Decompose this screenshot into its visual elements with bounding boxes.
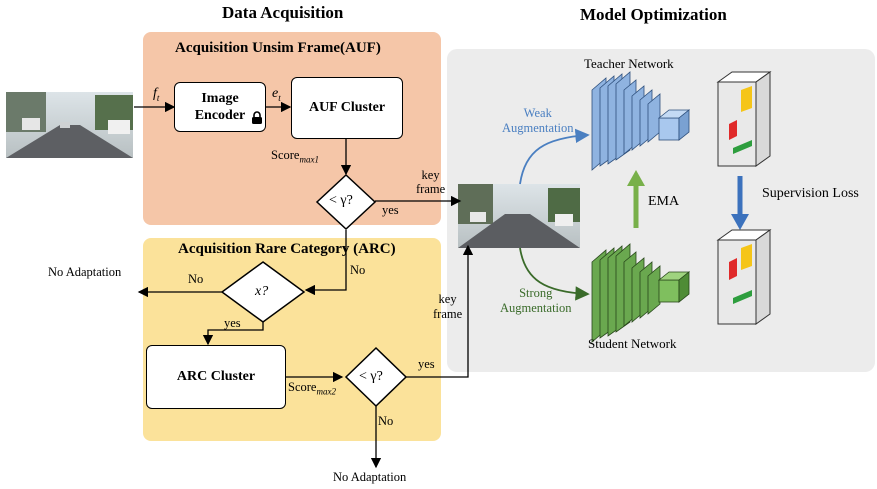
- arc-no-left-label: No: [188, 272, 204, 286]
- arc-decision2-label: < γ?: [359, 369, 383, 384]
- auf-score-label: Scoremax1: [271, 148, 319, 165]
- input-var-label: ft: [153, 86, 160, 103]
- lock-icon: [251, 111, 263, 129]
- auf-threshold-diamond: [315, 173, 377, 231]
- supervision-loss-label: Supervision Loss: [762, 186, 859, 201]
- image-encoder-box: Image Encoder: [174, 82, 266, 132]
- encoder-label-line1: Image: [201, 91, 239, 106]
- auf-decision-label: < γ?: [329, 193, 353, 208]
- student-network-icon: [591, 243, 691, 343]
- no-adaptation-bottom-label: No Adaptation: [333, 470, 407, 484]
- auf-yes-label: yes: [382, 203, 399, 217]
- teacher-network-icon: [591, 71, 691, 171]
- encoder-label-line2: Encoder: [194, 108, 246, 123]
- embed-var-label: et: [272, 86, 281, 103]
- student-prediction-map-icon: [716, 229, 772, 325]
- teacher-network-label: Teacher Network: [584, 56, 674, 71]
- data-acquisition-heading: Data Acquisition: [222, 3, 344, 22]
- model-optimization-heading: Model Optimization: [580, 5, 727, 24]
- auf-no-label: No: [350, 263, 366, 277]
- arc-yes2-label: yes: [418, 357, 435, 371]
- arc-yes1-label: yes: [224, 316, 241, 330]
- arc-cluster-box: ARC Cluster: [146, 345, 286, 409]
- auf-cluster-label: AUF Cluster: [308, 100, 386, 115]
- no-adaptation-left-label: No Adaptation: [48, 265, 122, 279]
- arc-no-bottom-label: No: [378, 414, 394, 428]
- arc-title: Acquisition Rare Category (ARC): [178, 241, 396, 257]
- teacher-prediction-map-icon: [716, 71, 772, 167]
- ema-label: EMA: [648, 194, 680, 209]
- student-network-label: Student Network: [588, 336, 677, 351]
- auf-cluster-box: AUF Cluster: [291, 77, 403, 139]
- arc-decision1-label: x?: [255, 284, 269, 299]
- street-scene-image: [6, 92, 133, 158]
- auf-title: Acquisition Unsim Frame(AUF): [175, 40, 381, 56]
- arc-cluster-label: ARC Cluster: [176, 369, 256, 384]
- key-frame-image: [458, 184, 580, 248]
- arc-score-label: Scoremax2: [288, 380, 336, 397]
